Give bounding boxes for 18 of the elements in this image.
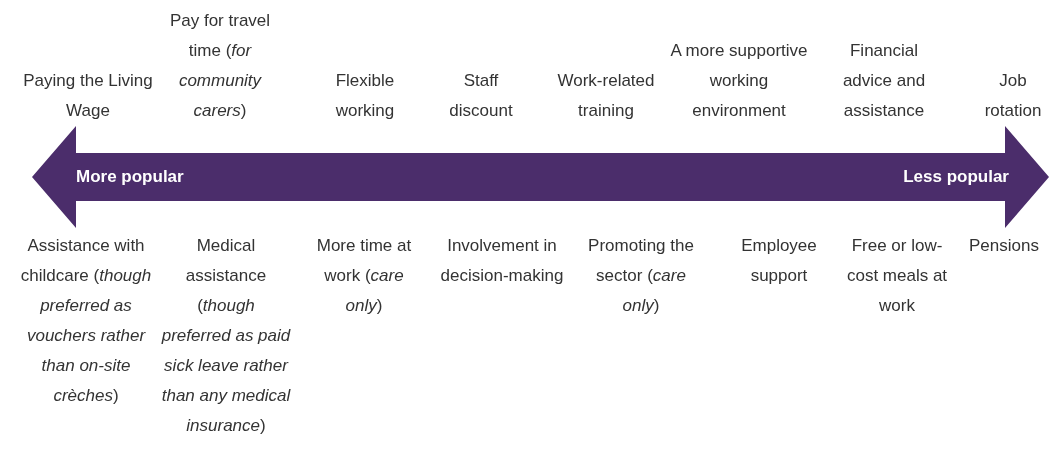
arrow-label: Less popular — [903, 167, 1009, 187]
benefit-label: Involvement in decision-making — [439, 235, 565, 287]
benefit-label: A more supportive working environment — [669, 40, 809, 122]
benefit-label: Paying the Living Wage — [22, 70, 154, 122]
benefit-label: Medical assistance (though preferred as paid sick leave rather than any medical insurance) — [161, 235, 291, 437]
benefit-label: Staff discount — [448, 70, 514, 122]
benefit-label: Pensions — [968, 235, 1040, 257]
benefit-label: Assistance with childcare (though preferred as vouchers rather than on-site crèches) — [19, 235, 153, 407]
benefit-label: Pay for travel time (for community carers) — [168, 10, 272, 122]
benefit-label: More time at work (care only) — [315, 235, 413, 317]
benefit-label: Promoting the sector (care only) — [587, 235, 695, 317]
benefit-label: Job rotation — [983, 70, 1043, 122]
benefit-label: Flexible working — [334, 70, 396, 122]
arrow-label: More popular — [76, 167, 184, 187]
benefit-label: Free or low-cost meals at work — [845, 235, 949, 317]
benefit-label: Employee support — [740, 235, 818, 287]
benefit-label: Financial advice and assistance — [841, 40, 927, 122]
benefit-label: Work-related training — [556, 70, 656, 122]
